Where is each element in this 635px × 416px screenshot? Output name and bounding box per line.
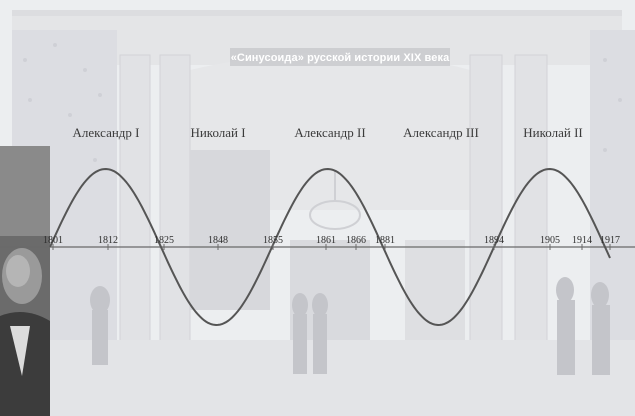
year-label-1801: 1801 [43,235,63,246]
ruler-label-alexander-i: Александр I [72,125,140,140]
year-ticks [52,244,611,250]
sinusoid-curve [49,167,611,327]
year-label-1866: 1866 [346,235,366,246]
year-label-1914: 1914 [572,235,592,246]
year-label-1881: 1881 [375,235,395,246]
ruler-label-alexander-ii: Александр II [294,125,366,140]
ruler-label-nicholas-i: Николай I [190,125,246,140]
year-label-1825: 1825 [154,235,174,246]
diagram-title: «Синусоида» русской истории XIX века [230,52,450,64]
year-label-1861: 1861 [316,235,336,246]
year-label-1905: 1905 [540,235,560,246]
portrait-photo [0,146,50,416]
year-label-1848: 1848 [208,235,228,246]
year-label-1894: 1894 [484,235,504,246]
year-label-1812: 1812 [98,235,118,246]
year-label-1917: 1917 [600,235,620,246]
ruler-label-alexander-iii: Александр III [403,125,479,140]
ruler-label-nicholas-ii: Николай II [523,125,583,140]
year-label-1855: 1855 [263,235,283,246]
